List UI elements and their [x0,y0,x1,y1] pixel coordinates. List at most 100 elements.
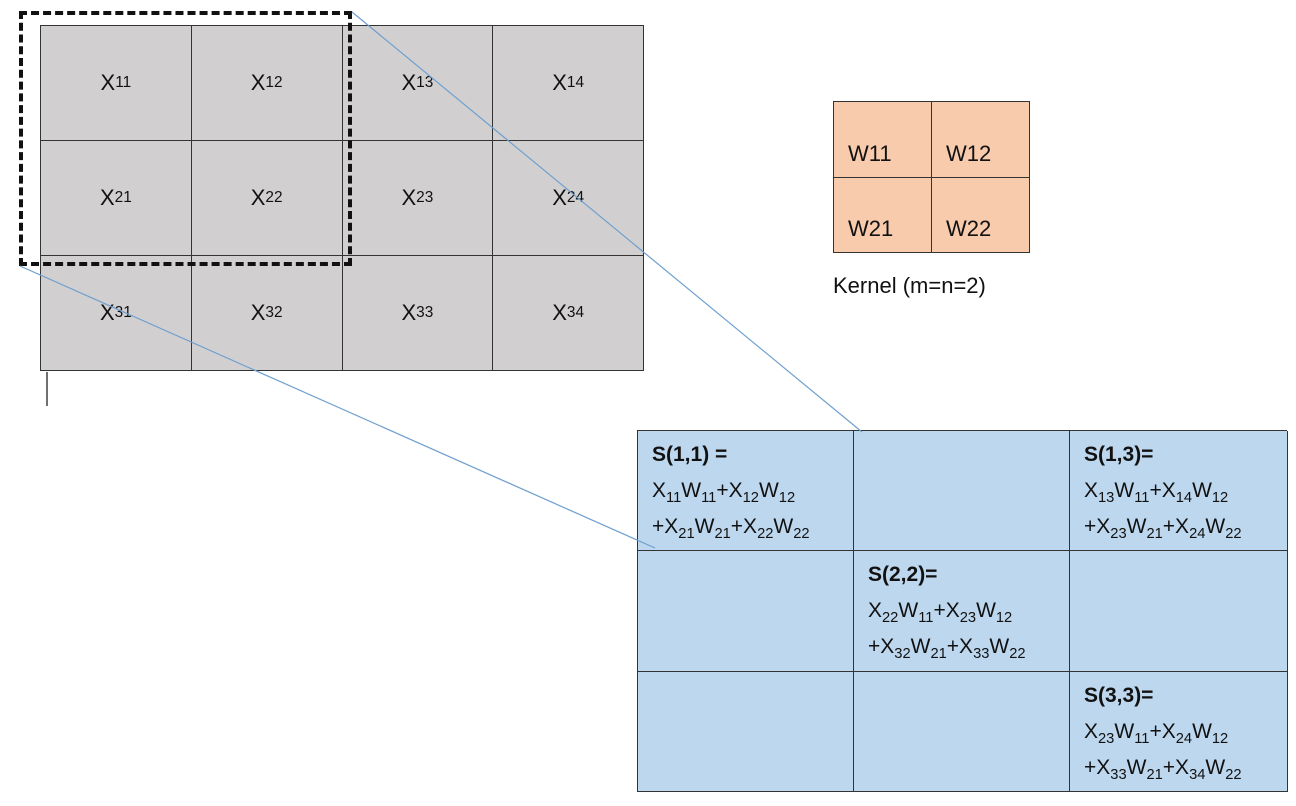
input-cell-base: X [100,70,116,95]
formula-subscript: 11 [701,490,717,507]
formula-text: +X [946,635,974,659]
formula-subscript: 12 [1211,730,1229,747]
formula-subscript: 34 [1189,766,1206,783]
formula-subscript: 24 [1175,730,1193,747]
formula-subscript: 22 [1009,646,1026,663]
output-cell-s33: S(3,3)= X23W11+X24W12 +X33W21+X34W22 [1070,671,1288,792]
formula-subscript: 22 [757,526,774,543]
input-cell-base: X [401,185,417,210]
kernel-cell-w22: W22 [932,177,1030,253]
output-cell-s32 [854,671,1070,792]
formula-subscript: 22 [882,610,899,627]
input-cell-base: X [552,300,567,325]
formula-subscript: 23 [1098,730,1115,747]
kernel-caption: Kernel (m=n=2) [833,273,986,298]
output-title-s13: S(1,3)= [1084,443,1154,466]
formula-text: W [1192,719,1212,743]
formula-text: X [652,479,667,502]
formula-subscript: 12 [778,490,796,507]
output-formula-line: X13W11+X14W12 [1084,473,1287,509]
formula-subscript: 11 [666,490,682,507]
formula-subscript: 14 [1175,490,1193,507]
input-cell-base: X [401,70,417,95]
formula-text: +X [1162,755,1190,779]
formula-text: W [694,515,715,538]
output-cell-s31 [638,671,854,792]
output-matrix: S(1,1) = X11W11+X12W12 +X21W21+X22W22 S(… [637,430,1288,792]
formula-text: W [1205,755,1226,779]
kernel-cell-w12: W12 [932,102,1030,178]
formula-subscript: 12 [742,490,759,507]
formula-text: W [681,479,702,502]
formula-subscript: 21 [678,526,695,543]
formula-text: +X [716,479,743,502]
output-formula-line: X23W11+X24W12 [1084,714,1287,750]
kernel-cell-w21: W21 [834,177,932,253]
formula-text: W [1192,479,1212,502]
output-cell-s22: S(2,2)= X22W11+X23W12 +X32W21+X33W22 [854,551,1070,672]
formula-text: +X [1149,719,1176,743]
output-cell-s23 [1070,551,1288,672]
formula-text: +X [933,599,960,623]
output-title-s22: S(2,2)= [868,563,938,587]
input-cell-base: X [99,300,115,325]
formula-subscript: 23 [959,610,977,627]
input-cell-base: X [250,185,266,210]
formula-text: +X [730,515,758,538]
output-cell-s21 [638,551,854,672]
formula-subscript: 23 [1110,526,1127,543]
formula-text: W [1114,479,1135,502]
output-formula-line: X22W11+X23W12 [868,593,1069,629]
formula-text: X [1084,719,1099,743]
formula-text: +X [1149,479,1176,502]
output-title-s33: S(3,3)= [1084,683,1154,707]
formula-text: +X [652,515,679,538]
output-cell-s13: S(1,3)= X13W11+X14W12 +X23W21+X24W22 [1070,431,1288,552]
output-cell-s11: S(1,1) = X11W11+X12W12 +X21W21+X22W22 [638,431,854,552]
output-formula-line: X11W11+X12W12 [652,473,853,509]
formula-text: X [1084,479,1099,502]
formula-subscript: 22 [793,526,810,543]
formula-subscript: 24 [1189,526,1206,543]
output-formula-line: +X32W21+X33W22 [868,629,1069,665]
formula-subscript: 33 [1110,766,1127,783]
formula-subscript: 11 [1134,490,1150,507]
kernel-cell-w11: W11 [834,102,932,178]
input-cell-base: X [250,300,266,325]
formula-subscript: 21 [1146,526,1163,543]
formula-text: W [773,515,794,538]
formula-subscript: 13 [1098,490,1115,507]
formula-subscript: 21 [930,646,947,663]
formula-subscript: 21 [714,526,731,543]
formula-subscript: 21 [1146,766,1163,783]
formula-text: +X [1084,755,1111,779]
formula-text: +X [1162,515,1190,538]
output-cell-s12 [854,431,1070,552]
formula-text: +X [868,635,895,659]
kernel-matrix: W11 W12 W21 W22 [833,101,1030,253]
formula-subscript: 22 [1225,766,1242,783]
formula-text: W [910,635,931,659]
formula-subscript: 12 [1211,490,1229,507]
formula-subscript: 22 [1225,526,1242,543]
output-title-s11: S(1,1) = [652,443,728,466]
input-cell-base: X [99,185,115,210]
formula-subscript: 33 [973,646,990,663]
formula-text: W [758,479,779,502]
formula-text: W [989,635,1010,659]
formula-text: W [1126,755,1147,779]
formula-text: +X [1084,515,1111,538]
formula-subscript: 32 [894,646,911,663]
input-cell-base: X [552,70,567,95]
output-formula-line: +X21W21+X22W22 [652,509,853,545]
